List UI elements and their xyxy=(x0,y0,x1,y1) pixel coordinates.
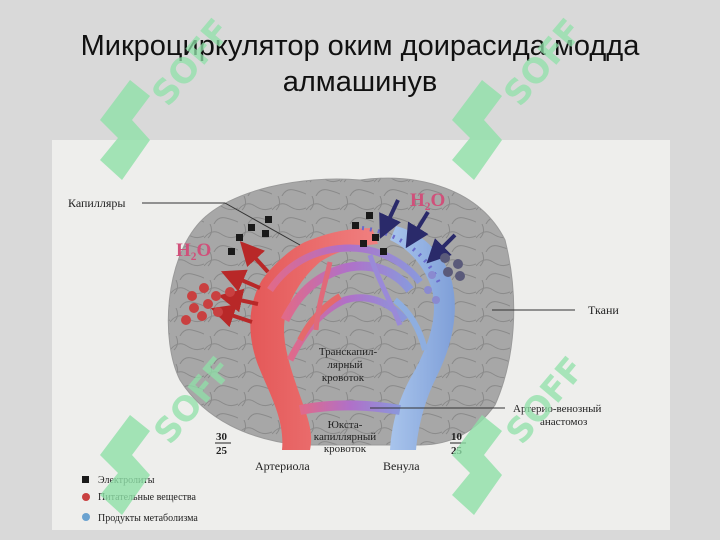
legend-swatch-electrolytes xyxy=(82,476,89,483)
capillary-loop xyxy=(267,244,423,292)
capillary-loop xyxy=(367,254,403,326)
label-juxtacapillary-2: капиллярный xyxy=(314,431,377,443)
fraction-left-numerator: 30 xyxy=(216,431,228,443)
label-venule: Венула xyxy=(383,459,420,473)
watermark-text: SOFF xyxy=(498,350,593,452)
label-juxtacapillary-3: кровоток xyxy=(324,443,367,455)
inflow-arrows xyxy=(210,241,270,328)
fraction-right-numerator: 10 xyxy=(451,431,463,443)
label-av-anastomosis-2: анастомоз xyxy=(540,416,587,428)
label-transcapillary-2: лярный xyxy=(327,359,362,371)
capillary-loop xyxy=(313,261,333,331)
watermark-logo xyxy=(100,80,502,515)
electrolyte-particles xyxy=(228,212,387,255)
label-transcapillary-1: Транскапил- xyxy=(319,346,378,358)
legend-label-metabolites: Продукты метаболизма xyxy=(98,513,198,524)
title-line-2: алмашинув xyxy=(282,66,438,98)
watermark-text: SOFF xyxy=(144,12,239,114)
slide-title: Микроциркулятор оким доирасида модда алм… xyxy=(0,28,720,100)
legend-swatch-metabolites xyxy=(82,513,90,521)
arteriole-vessel xyxy=(250,228,378,450)
nutrient-particles xyxy=(181,283,235,325)
label-capillaries: Капилляры xyxy=(68,196,125,210)
leader-lines xyxy=(142,202,575,409)
legend-swatch-nutrients xyxy=(82,493,90,501)
capillary-loop xyxy=(280,261,414,323)
venule-vessel xyxy=(390,226,455,450)
label-juxtacapillary-1: Юкста- xyxy=(328,419,363,431)
metabolite-particles xyxy=(424,253,465,304)
fraction-left-denominator: 25 xyxy=(216,445,228,457)
vessel-network xyxy=(250,226,455,450)
label-arteriole: Артериола xyxy=(255,459,310,473)
legend-label-nutrients: Питательные вещества xyxy=(98,492,197,503)
label-transcapillary-3: кровоток xyxy=(322,372,365,384)
title-line-1: Микроциркулятор оким доирасида модда xyxy=(80,30,640,62)
label-tissues: Ткани xyxy=(588,303,619,317)
watermark-text: SOFF xyxy=(496,12,591,114)
outflow-arrows xyxy=(379,199,457,264)
label-av-anastomosis-1: Артерио-венозный xyxy=(513,403,602,415)
label-h2o-right: H₂O xyxy=(410,190,445,211)
label-h2o-left: H₂O xyxy=(176,240,211,261)
capillary-loop xyxy=(393,297,428,351)
